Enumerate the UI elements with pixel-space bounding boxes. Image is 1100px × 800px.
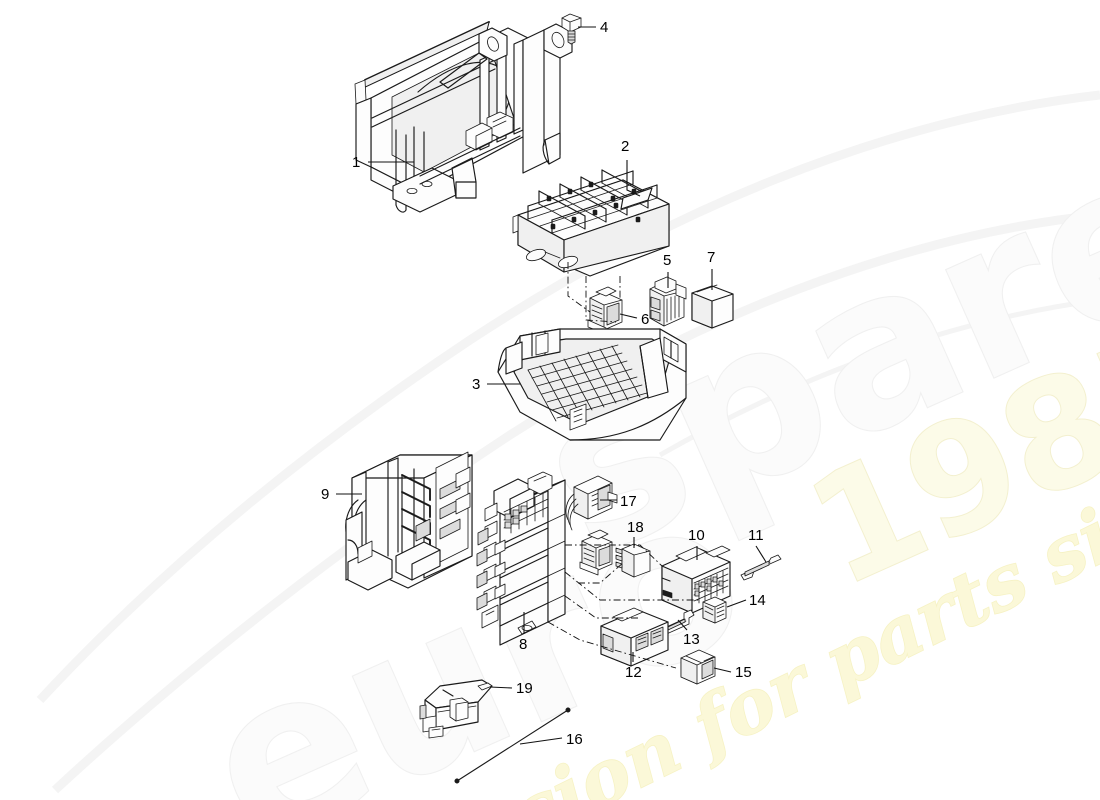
callout-7: 7 (707, 249, 715, 266)
callout-13: 13 (683, 631, 700, 648)
callout-18: 18 (627, 519, 644, 536)
callout-5: 5 (663, 252, 671, 269)
callout-4: 4 (600, 19, 608, 36)
callout-10: 10 (688, 527, 705, 544)
part-2-relay-carrier[interactable] (512, 169, 670, 277)
callout-2: 2 (621, 138, 629, 155)
part-3-grid-cover[interactable] (497, 328, 687, 441)
part-15-connector-cap[interactable] (680, 649, 716, 685)
callout-16: 16 (566, 731, 583, 748)
callout-1: 1 (352, 154, 360, 171)
part-12-connector-housing[interactable] (600, 607, 669, 667)
leader-lines (336, 26, 767, 745)
watermark-swoosh-upper (36, 90, 1100, 704)
part-17-connector-with-leads[interactable] (565, 475, 618, 531)
part-5-relay-large[interactable] (649, 276, 687, 327)
callout-15: 15 (735, 664, 752, 681)
callout-11: 11 (748, 527, 764, 544)
callout-12: 12 (625, 664, 642, 681)
assembly-alignment-lines (547, 262, 700, 669)
callout-17: 17 (620, 493, 637, 510)
callout-19: 19 (516, 680, 533, 697)
callout-9: 9 (321, 486, 329, 503)
part-19-control-module[interactable] (419, 679, 493, 739)
watermark-swoosh-tail (658, 297, 1100, 458)
part-16-long-rod[interactable] (454, 707, 571, 784)
part-4-hex-bolt[interactable] (561, 13, 582, 45)
callout-3: 3 (472, 376, 480, 393)
part-6-relay-ribbed-lower[interactable] (579, 529, 613, 576)
part-7-relay-plain[interactable] (691, 284, 734, 329)
callout-numbers: 1 2 3 4 5 6 7 8 9 10 11 12 13 14 15 16 1… (321, 19, 766, 748)
part-9-fuse-box-bracket[interactable] (345, 451, 473, 591)
fuse-box-terminals (476, 502, 499, 629)
part-6-relay-ribbed-upper[interactable] (587, 286, 623, 335)
part-11-locking-rail[interactable] (740, 554, 782, 581)
callout-8: 8 (519, 636, 527, 653)
callout-14: 14 (749, 592, 766, 609)
part-1-relay-carrier-frame[interactable] (354, 21, 573, 213)
callout-6: 6 (641, 311, 649, 328)
part-14-connector-plug-small[interactable] (702, 596, 727, 624)
watermark-swoosh-lower (51, 210, 1100, 794)
